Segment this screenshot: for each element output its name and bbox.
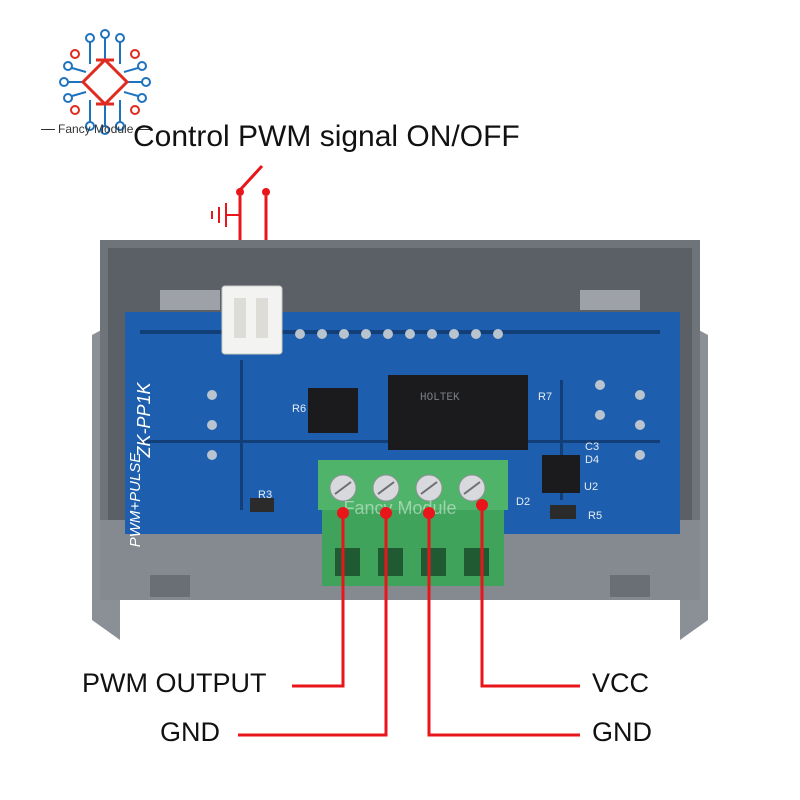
component-label-r5: R5 (588, 510, 602, 522)
wires (238, 505, 580, 737)
ground-icon (211, 203, 240, 227)
board-side-text: PWM+PULSE (127, 452, 144, 548)
component-label-d2: D2 (516, 496, 530, 508)
diagram-title: Control PWM signal ON/OFF (133, 120, 520, 153)
terminal-block (318, 460, 508, 586)
component-label-r7: R7 (538, 391, 552, 403)
chip-marking: HOLTEK (420, 392, 460, 404)
component-label-u2: U2 (584, 481, 598, 493)
component-label-r6: R6 (292, 403, 306, 415)
switch-connector (221, 285, 283, 355)
board-model: ZK-PP1K (134, 381, 154, 458)
label-pwm-output: PWM OUTPUT (82, 668, 267, 698)
label-gnd-left: GND (160, 717, 220, 747)
component-label-r3: R3 (258, 489, 272, 501)
label-vcc: VCC (592, 668, 650, 698)
watermark: Fancy Module (343, 498, 456, 518)
label-gnd-right: GND (592, 717, 652, 747)
component-label-c3: C3 (585, 441, 599, 453)
component-label-d4: D4 (585, 454, 599, 466)
brand-name: Fancy Module (38, 122, 153, 136)
